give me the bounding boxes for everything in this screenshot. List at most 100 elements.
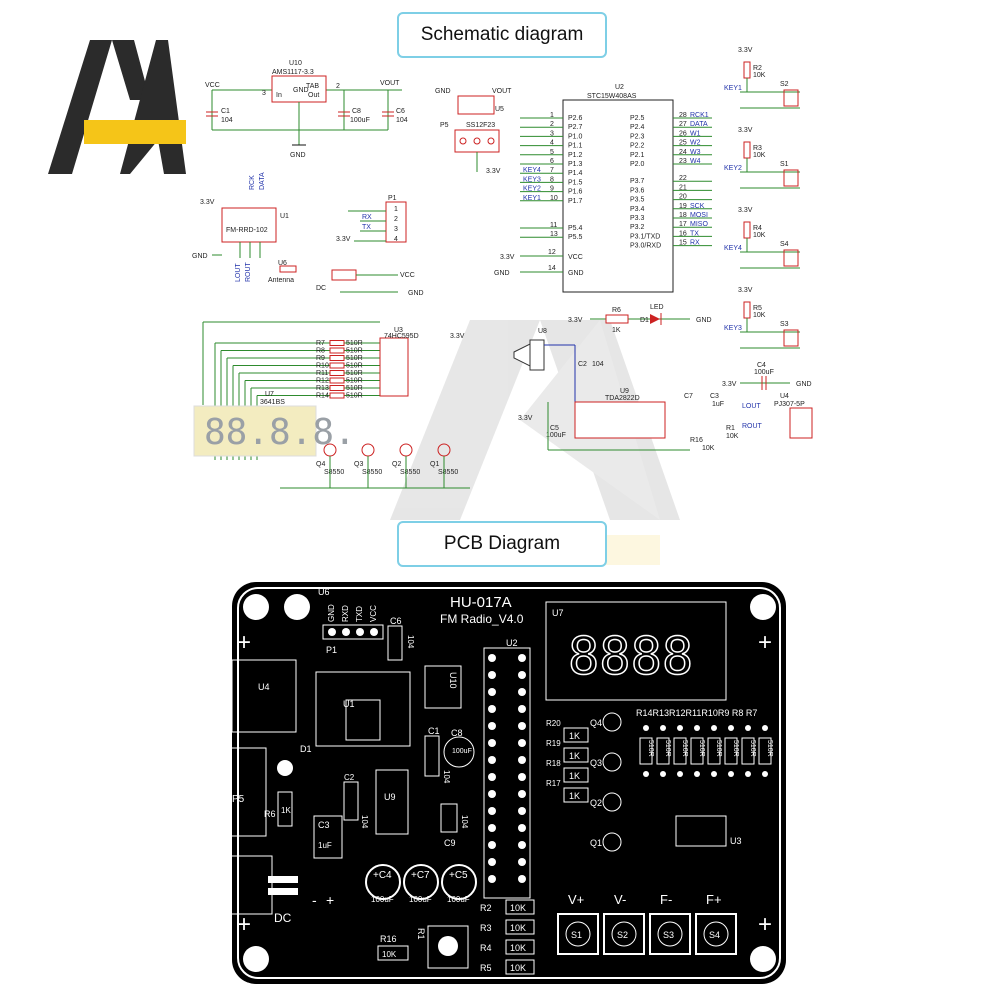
pcb-u2-pad [488, 756, 496, 764]
led-label: LED [650, 304, 664, 311]
pcb-bar-pad [660, 725, 666, 731]
u2-gnd-num: 14 [548, 265, 556, 272]
u10-pin2: 2 [336, 83, 340, 90]
display-transistor-ref: Q3 [354, 461, 363, 468]
pcb-u7: U7 [552, 608, 564, 618]
pcb-bar-res [690, 737, 704, 765]
pcb-u10: U10 [448, 672, 458, 689]
u2-left-pin-num: 7 [550, 167, 554, 174]
power-regulator: U10 AMS1117-3.3 In GND TAB Out 3 2 VCC V… [205, 60, 408, 159]
pcb-bar-res [724, 737, 738, 765]
pcb-c6: C6 [390, 616, 402, 626]
pcb-bottom-res-ref: R2 [480, 903, 492, 913]
pcb-transistor-ref: Q1 [590, 838, 602, 848]
pcb-c6-val: 104 [406, 635, 415, 649]
pcb-title: PCB Diagram [397, 521, 607, 567]
key-v33: 3.3V [738, 287, 753, 294]
pcb-small-res-ref: R20 [546, 719, 561, 728]
c6-val: 104 [396, 117, 408, 124]
c4-val: 100uF [754, 369, 774, 376]
plus-mark-bl: + [237, 911, 251, 938]
pcb-small-res [563, 747, 589, 763]
key-v33: 3.3V [738, 47, 753, 54]
pcb-button-cap [657, 921, 683, 947]
pcb-cap [441, 864, 477, 900]
r1-val: 10K [726, 433, 739, 440]
u9-ref: U9 [620, 388, 629, 395]
u2-gnd-net: GND [494, 270, 510, 277]
pcb-u2-pad [518, 654, 526, 662]
u2-left-pin-name: P1.7 [568, 198, 583, 205]
pcb-u2-pad [488, 722, 496, 730]
pcb-bar-res-val: 510R [715, 740, 722, 757]
pcb-bar-pad [694, 771, 700, 777]
pcb-button-name: S3 [663, 930, 674, 940]
amp-section: U8 U9 TDA2822D C2 104 C5 100uF C7 C3 1uF… [513, 328, 813, 452]
display-res-ref: R12 [316, 378, 329, 385]
pcb-u4: U4 [258, 682, 270, 692]
p1-pin4: 4 [394, 236, 398, 243]
display-res-ref: R9 [316, 355, 325, 362]
u2-right-pin-net: W3 [690, 149, 701, 156]
pcb-u2-pad [518, 807, 526, 815]
u1-rout: ROUT [245, 261, 252, 282]
u1-antenna: Antenna [268, 277, 294, 284]
power-gnd: GND [290, 152, 306, 159]
pcb-button-label: V- [614, 892, 626, 907]
pcb-u2-pad [518, 824, 526, 832]
pcb-u2-pad [518, 705, 526, 713]
pcb-subtitle: FM Radio_V4.0 [440, 612, 524, 626]
display-res-ref: R11 [316, 370, 328, 377]
u5-switch: U5 SS12F23 GND VOUT P5 3.3V [435, 88, 512, 175]
u2-left-pin-name: P2.6 [568, 115, 583, 122]
pcb-small-res-val: 1K [569, 751, 580, 761]
u2-right-pin-net: W1 [690, 130, 701, 137]
display-resistor [329, 340, 345, 346]
pcb-u2-pad [518, 671, 526, 679]
u2-left-pin-name: P1.5 [568, 179, 583, 186]
u2-left-pin-num: 10 [550, 195, 558, 202]
c2-val: 104 [592, 361, 604, 368]
c2-ref: C2 [578, 361, 587, 368]
pcb-u2-pad [518, 756, 526, 764]
pcb-button-label: F+ [706, 892, 722, 907]
u2-left-pin-num: 13 [550, 231, 558, 238]
c4-gnd: GND [796, 381, 812, 388]
u2-right-pin-num: 27 [679, 121, 687, 128]
display-res-val: 510R [346, 370, 363, 377]
u2-left-pin-num: 8 [550, 176, 554, 183]
pcb-u2-pad [488, 875, 496, 883]
display-res-val: 510R [346, 340, 363, 347]
pcb-u2-pad [488, 858, 496, 866]
pcb-bar-res-val: 510R [664, 740, 671, 757]
u2-left-pin-name: P1.2 [568, 152, 583, 159]
u2-right-pin-num: 19 [679, 203, 687, 210]
pcb-small-res-val: 1K [569, 731, 580, 741]
display-resistor [329, 370, 345, 376]
pcb-cap-ref: +C4 [373, 870, 392, 881]
u2-right-pin-net: W2 [690, 140, 701, 147]
u2-right-pin-num: 24 [679, 149, 687, 156]
r16-val: 10K [702, 445, 715, 452]
pcb-small-res-ref: R18 [546, 759, 561, 768]
pcb-u2-pad [488, 824, 496, 832]
key-s-ref: S3 [780, 321, 789, 328]
led-circuit: R6 1K D1 LED 3.3V GND [568, 304, 712, 334]
p5-ref: P5 [440, 122, 449, 129]
u4-ref: U4 [780, 393, 789, 400]
u1-part: FM-RRD-102 [226, 227, 268, 234]
key-net: KEY1 [724, 85, 742, 92]
pcb-c8-val: 100uF [452, 748, 472, 755]
display-transistor-ref: Q2 [392, 461, 401, 468]
amp-rout: ROUT [742, 423, 763, 430]
u2-right-pin-net: MOSI [690, 212, 708, 219]
u5-vout: VOUT [492, 88, 512, 95]
u2-right-pin-num: 23 [679, 158, 687, 165]
u1-v33: 3.3V [200, 199, 215, 206]
pcb-small-res [563, 767, 589, 783]
u2-right-pin-name: P3.1/TXD [630, 233, 660, 240]
key-switches: 3.3VR210KKEY1S23.3VR310KKEY2S13.3VR410KK… [724, 47, 800, 349]
display-transistor-ref: Q4 [316, 461, 325, 468]
u2-right-pin-name: P3.5 [630, 197, 645, 204]
pcb-u2-pad [518, 841, 526, 849]
